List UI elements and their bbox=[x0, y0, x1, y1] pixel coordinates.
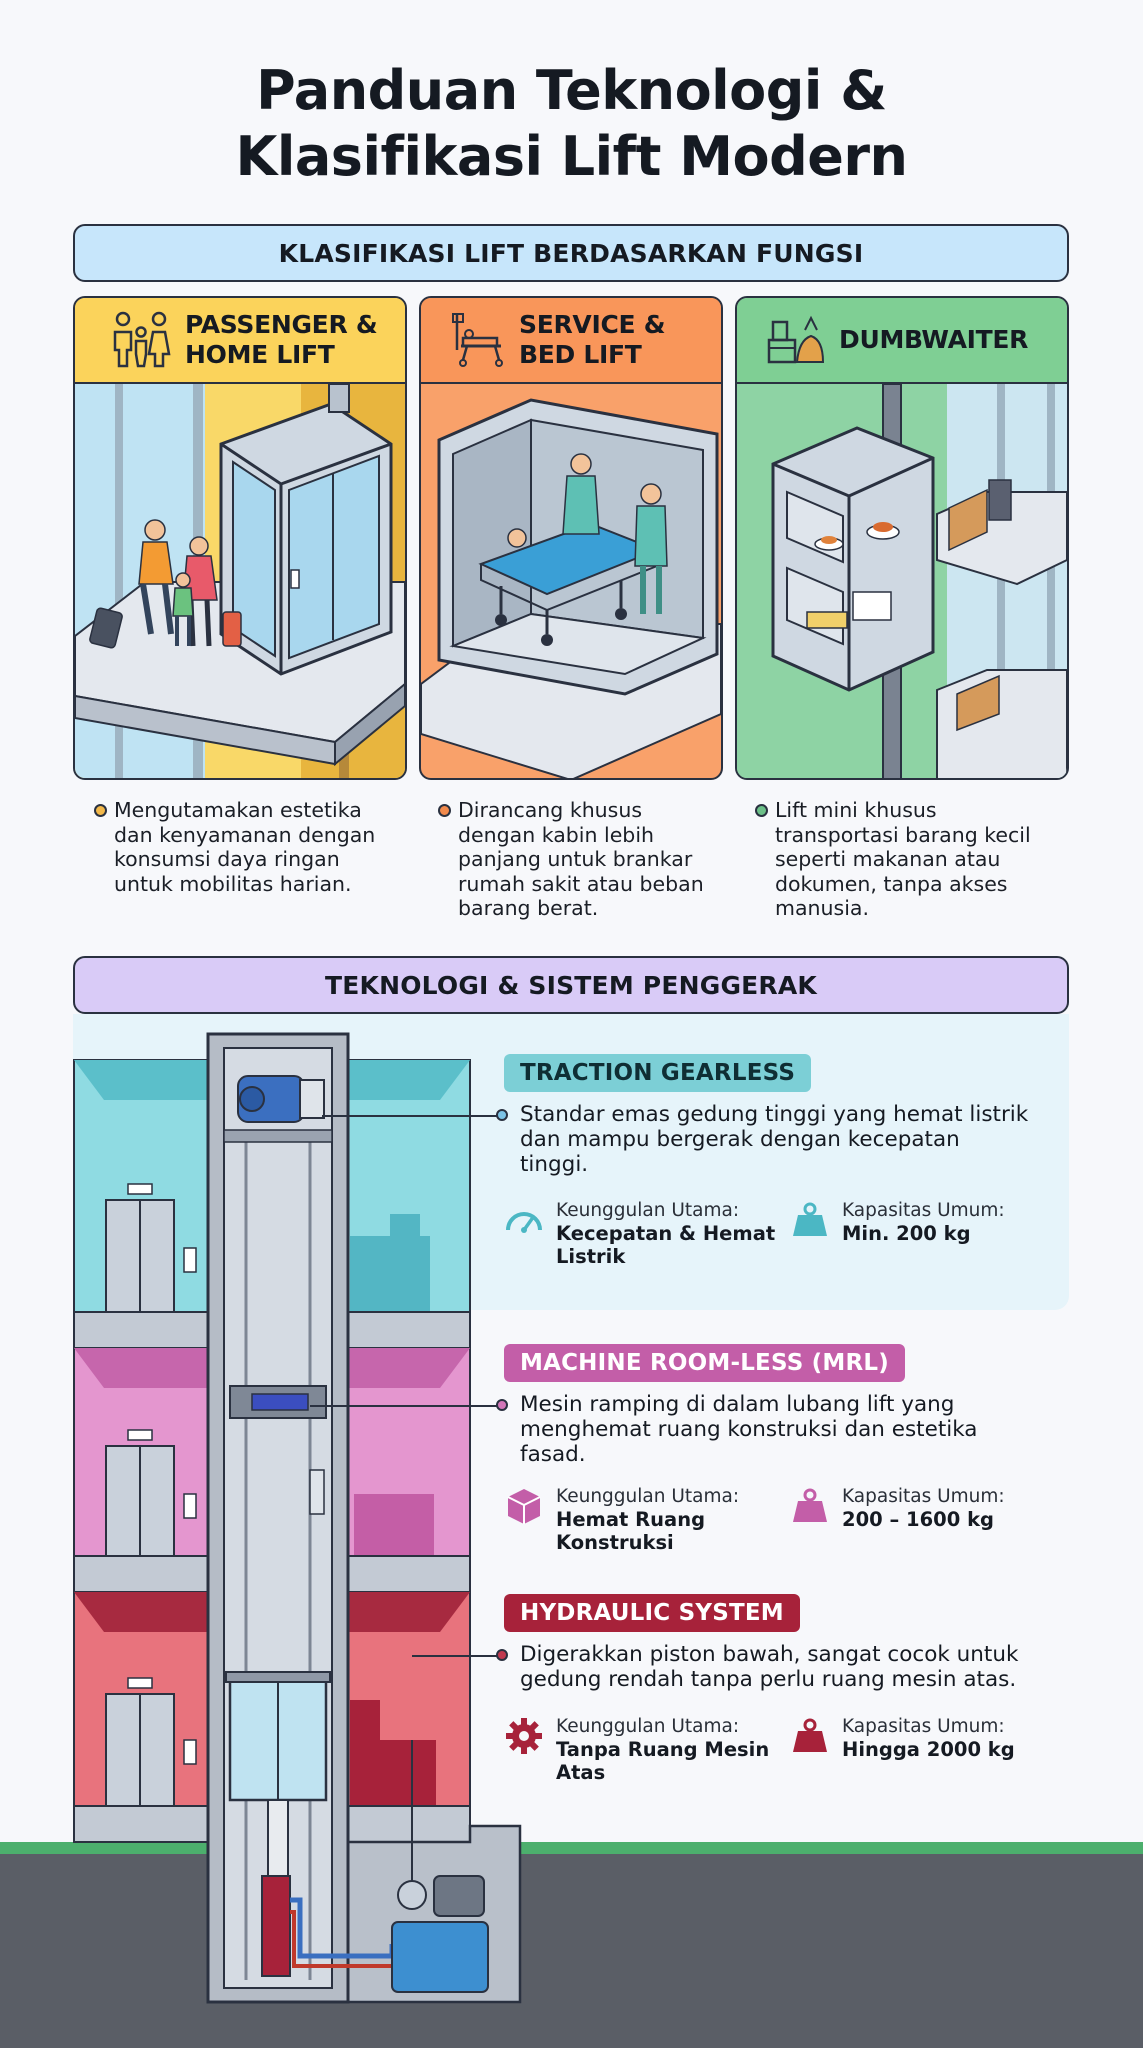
feature-value: 200 – 1600 kg bbox=[842, 1508, 995, 1531]
feature-capacity-mrl: Kapasitas Umum: 200 – 1600 kg bbox=[790, 1486, 1005, 1531]
tech-label-mrl: MACHINE ROOM-LESS (MRL) bbox=[504, 1344, 905, 1382]
desc-line: konsumsi daya ringan bbox=[114, 847, 340, 871]
feature-label: Keunggulan Utama: bbox=[556, 1200, 740, 1221]
feature-value: Hingga 2000 kg bbox=[842, 1738, 1015, 1761]
card-header: DUMBWAITER bbox=[737, 298, 1067, 384]
section-heading-technology: TEKNOLOGI & SISTEM PENGGERAK bbox=[73, 956, 1069, 1014]
card-title-line-2: BED LIFT bbox=[519, 340, 642, 369]
desc-line: manusia. bbox=[775, 896, 869, 920]
card-title-line-1: SERVICE & bbox=[519, 310, 666, 339]
desc-line: Lift mini khusus bbox=[775, 798, 937, 822]
card-header: PASSENGER & HOME LIFT bbox=[75, 298, 405, 384]
feature-value: Tanpa Ruang Mesin bbox=[556, 1738, 770, 1761]
desc-line: dokumen, tanpa akses bbox=[775, 871, 1008, 896]
feature-value: Atas bbox=[556, 1761, 606, 1784]
card-passenger-lift: PASSENGER & HOME LIFT bbox=[73, 296, 407, 780]
bullet-dot bbox=[438, 804, 451, 817]
connector-line bbox=[412, 1655, 502, 1657]
feature-value: Listrik bbox=[556, 1245, 626, 1268]
card-description-dumbwaiter: Lift mini khusus transportasi barang kec… bbox=[755, 798, 1065, 921]
tech-desc-line: menghemat ruang konstruksi dan estetika bbox=[520, 1417, 978, 1442]
desc-line: Dirancang khusus bbox=[458, 798, 643, 822]
tech-desc-line: Digerakkan piston bawah, sangat cocok un… bbox=[520, 1642, 1019, 1667]
feature-advantage-mrl: Keunggulan Utama: Hemat Ruang Konstruksi bbox=[504, 1486, 739, 1554]
desc-line: dan kenyamanan dengan bbox=[114, 822, 376, 847]
card-header: SERVICE & BED LIFT bbox=[421, 298, 721, 384]
tech-label-hydraulic: HYDRAULIC SYSTEM bbox=[504, 1594, 800, 1632]
card-title-line-1: PASSENGER & bbox=[185, 310, 378, 339]
feature-label: Keunggulan Utama: bbox=[556, 1716, 740, 1737]
feature-value: Min. 200 kg bbox=[842, 1222, 971, 1245]
feature-advantage-hydraulic: Keunggulan Utama: Tanpa Ruang Mesin Atas bbox=[504, 1716, 769, 1784]
feature-value: Hemat Ruang bbox=[556, 1508, 706, 1531]
card-title: DUMBWAITER bbox=[839, 325, 1029, 354]
connector-dot bbox=[496, 1109, 508, 1121]
desc-line: barang berat. bbox=[458, 896, 599, 920]
desc-line: panjang untuk brankar bbox=[458, 847, 693, 871]
passenger-lift-illustration bbox=[75, 383, 405, 778]
feature-advantage-traction: Keunggulan Utama: Kecepatan & Hemat List… bbox=[504, 1200, 775, 1268]
connector-dot bbox=[496, 1649, 508, 1661]
feature-capacity-hydraulic: Kapasitas Umum: Hingga 2000 kg bbox=[790, 1716, 1015, 1761]
speedometer-icon bbox=[506, 1212, 542, 1233]
desc-line: Mengutamakan estetika bbox=[114, 798, 362, 822]
family-icon bbox=[113, 311, 171, 368]
card-description-passenger: Mengutamakan estetika dan kenyamanan den… bbox=[94, 798, 404, 896]
bullet-dot bbox=[755, 804, 768, 817]
desc-line: rumah sakit atau beban bbox=[458, 871, 704, 896]
section-heading-function: KLASIFIKASI LIFT BERDASARKAN FUNGSI bbox=[73, 224, 1069, 282]
bullet-dot bbox=[94, 804, 107, 817]
desc-line: seperti makanan atau bbox=[775, 847, 1001, 871]
dumbwaiter-illustration bbox=[737, 383, 1067, 778]
desc-line: untuk mobilitas harian. bbox=[114, 871, 352, 896]
card-description-service: Dirancang khusus dengan kabin lebih panj… bbox=[438, 798, 718, 921]
connector-line bbox=[310, 1405, 502, 1407]
desc-line: dengan kabin lebih bbox=[458, 822, 655, 847]
feature-capacity-traction: Kapasitas Umum: Min. 200 kg bbox=[790, 1200, 1005, 1245]
tech-desc-line: tinggi. bbox=[520, 1152, 589, 1177]
tech-desc-line: fasad. bbox=[520, 1442, 586, 1467]
card-service-lift: SERVICE & BED LIFT bbox=[419, 296, 723, 780]
service-lift-illustration bbox=[421, 384, 721, 778]
desc-line: transportasi barang kecil bbox=[775, 822, 1031, 847]
title-line-1: Panduan Teknologi & bbox=[256, 59, 887, 122]
feature-label: Kapasitas Umum: bbox=[842, 1716, 1005, 1737]
tech-desc-line: dan mampu bergerak dengan kecepatan bbox=[520, 1127, 960, 1152]
tech-description-hydraulic: Digerakkan piston bawah, sangat cocok un… bbox=[520, 1642, 1040, 1692]
tech-description-traction: Standar emas gedung tinggi yang hemat li… bbox=[520, 1102, 1040, 1177]
page-title: Panduan Teknologi & Klasifikasi Lift Mod… bbox=[0, 58, 1143, 190]
card-title-line-2: HOME LIFT bbox=[185, 340, 335, 369]
connector-line bbox=[322, 1115, 502, 1117]
tech-description-mrl: Mesin ramping di dalam lubang lift yang … bbox=[520, 1392, 1040, 1467]
weight-icon bbox=[793, 1718, 827, 1752]
box-icon bbox=[507, 1489, 541, 1524]
card-dumbwaiter: DUMBWAITER bbox=[735, 296, 1069, 780]
tech-desc-line: Standar emas gedung tinggi yang hemat li… bbox=[520, 1102, 1029, 1127]
tech-desc-line: gedung rendah tanpa perlu ruang mesin at… bbox=[520, 1667, 1017, 1692]
hospital-bed-icon bbox=[452, 313, 503, 367]
connector-dot bbox=[496, 1399, 508, 1411]
feature-label: Keunggulan Utama: bbox=[556, 1486, 740, 1507]
feature-value: Kecepatan & Hemat bbox=[556, 1222, 776, 1245]
title-line-2: Klasifikasi Lift Modern bbox=[235, 125, 908, 188]
weight-icon bbox=[793, 1202, 827, 1236]
feature-label: Kapasitas Umum: bbox=[842, 1200, 1005, 1221]
gear-icon bbox=[506, 1718, 542, 1754]
tech-desc-line: Mesin ramping di dalam lubang lift yang bbox=[520, 1392, 955, 1417]
weight-icon bbox=[793, 1488, 827, 1522]
feature-value: Konstruksi bbox=[556, 1531, 674, 1554]
feature-label: Kapasitas Umum: bbox=[842, 1486, 1005, 1507]
food-package-icon bbox=[767, 315, 825, 364]
ground bbox=[0, 1854, 1143, 2048]
tech-label-traction: TRACTION GEARLESS bbox=[504, 1054, 812, 1092]
